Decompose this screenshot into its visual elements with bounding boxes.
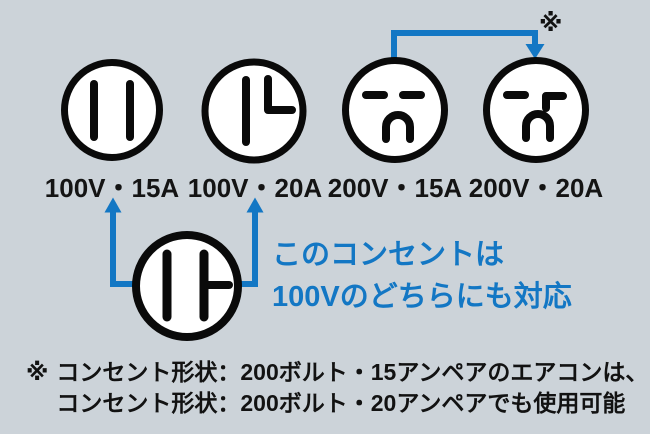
callout-line-1: このコンセントは bbox=[272, 239, 505, 271]
arrow-line bbox=[391, 30, 538, 61]
outlet-icon-100v-20a bbox=[201, 58, 307, 164]
outlet-circle bbox=[201, 58, 307, 164]
ground-arch bbox=[382, 111, 414, 143]
arrow-head-up-icon bbox=[246, 197, 264, 213]
arrow-line bbox=[236, 212, 258, 287]
outlet-circle bbox=[342, 57, 448, 163]
arrow-plug-to-100v15a bbox=[104, 197, 138, 287]
outlet-label-100v-20a: 100V・20A bbox=[187, 173, 323, 203]
arrow-head-up-icon bbox=[104, 197, 122, 213]
arrow-plug-to-100v20a bbox=[236, 197, 264, 287]
footnote-body: コンセント形状：200ボルト・15アンペアのエアコンは、 コンセント形状：200… bbox=[56, 357, 648, 419]
outlet-circle bbox=[61, 59, 163, 161]
arrow-200v15a-to-200v20a bbox=[391, 30, 545, 61]
ground-arch bbox=[522, 110, 554, 142]
plug-circle bbox=[132, 231, 242, 341]
footnote: ※ コンセント形状：200ボルト・15アンペアのエアコンは、 コンセント形状：2… bbox=[26, 357, 648, 419]
slot-right-l-shape bbox=[264, 75, 296, 114]
footnote-line-2: コンセント形状：200ボルト・20アンペアでも使用可能 bbox=[56, 390, 626, 416]
outlet-icon-100v-15a bbox=[61, 59, 163, 161]
arrow-head-down-icon bbox=[525, 44, 545, 59]
asterisk-mark: ※ bbox=[539, 10, 563, 37]
callout-text: このコンセントは 100Vのどちらにも対応 bbox=[272, 234, 572, 318]
outlet-circle bbox=[483, 57, 589, 163]
plug-icon-100v-universal bbox=[132, 231, 242, 341]
outlet-icon-200v-20a bbox=[483, 57, 589, 163]
outlet-label-100v-15a: 100V・15A bbox=[44, 173, 180, 203]
outlet-label-200v-15a: 200V・15A bbox=[327, 173, 463, 203]
callout-line-2: 100Vのどちらにも対応 bbox=[272, 281, 572, 313]
slot-right-gamma-shape bbox=[542, 92, 567, 112]
footnote-line-1: コンセント形状：200ボルト・15アンペアのエアコンは、 bbox=[56, 359, 649, 385]
outlet-icon-200v-15a bbox=[342, 57, 448, 163]
arrow-line bbox=[110, 212, 138, 287]
footnote-marker: ※ bbox=[26, 359, 49, 385]
outlet-label-200v-20a: 200V・20A bbox=[468, 173, 604, 203]
